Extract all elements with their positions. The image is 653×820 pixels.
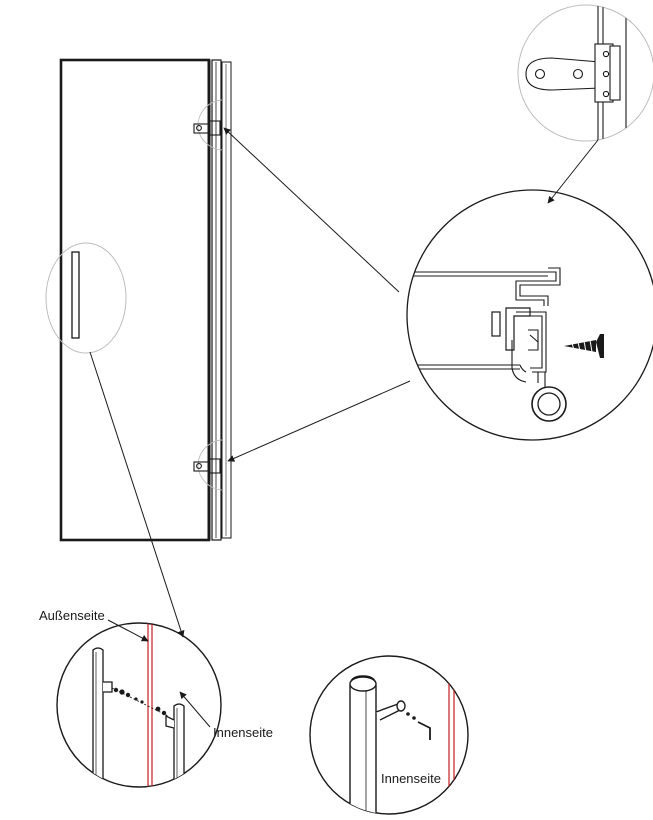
pointer-arrows xyxy=(89,127,599,728)
shower-door-panel xyxy=(59,58,232,542)
wall-profile xyxy=(211,59,222,541)
profile-detail-circle xyxy=(406,189,653,441)
handle-detail-marker xyxy=(45,242,127,354)
arrow-outside xyxy=(107,619,149,642)
label-outside: Außenseite xyxy=(39,608,105,623)
bottom-hinge xyxy=(193,439,223,491)
handle-install-outside-circle xyxy=(56,622,222,788)
wall-profile-outer xyxy=(221,61,232,539)
screw-icon xyxy=(564,334,604,358)
top-hinge xyxy=(193,99,223,151)
hinge-detail-circle xyxy=(517,4,653,142)
handle-install-inside-circle xyxy=(309,655,469,815)
label-inside-right: Innenseite xyxy=(381,771,441,786)
label-inside-left: Innenseite xyxy=(213,725,273,740)
door-glass xyxy=(59,58,211,542)
arrow-handle-to-detail xyxy=(89,351,185,638)
arrow-to-bottom-hinge xyxy=(227,380,411,462)
arrow-to-top-hinge xyxy=(223,127,400,293)
door-handle xyxy=(71,251,80,339)
arrow-hinge-to-profile xyxy=(547,139,599,204)
arrow-inside-left xyxy=(179,691,211,728)
